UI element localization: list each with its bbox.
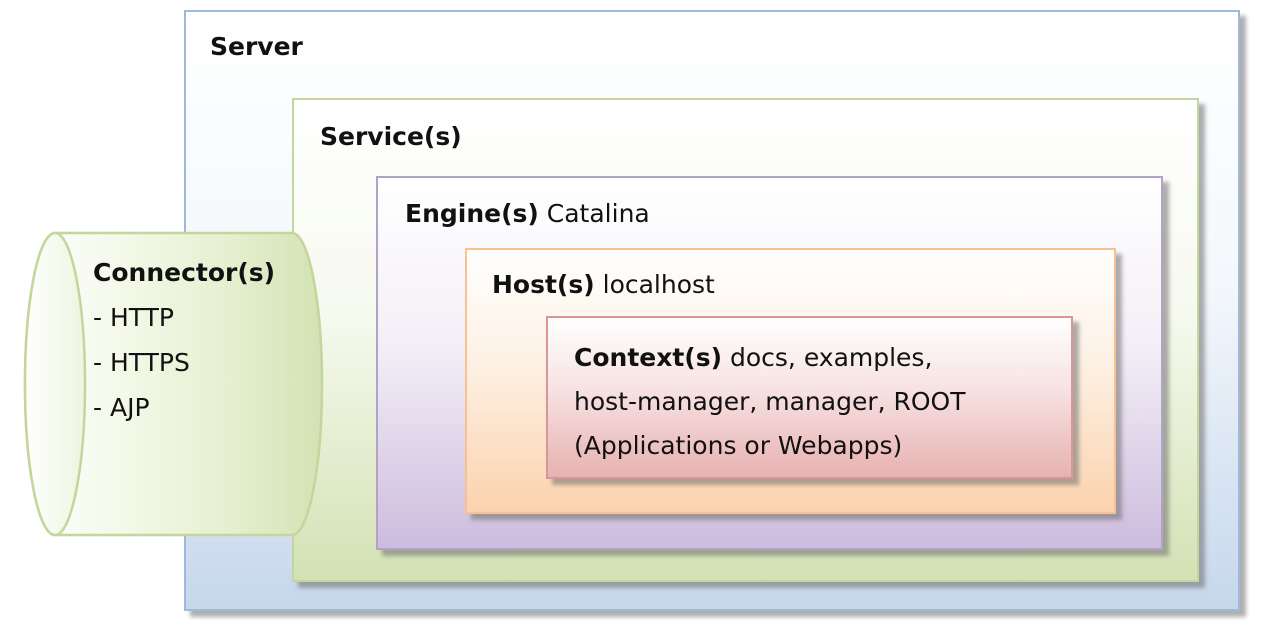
connector-label: Connector(s) bbox=[93, 258, 276, 287]
context-label: Context(s) bbox=[574, 343, 723, 372]
context-box: Context(s) docs, examples, host-manager,… bbox=[546, 316, 1073, 479]
connector-item-ajp: - AJP bbox=[93, 393, 150, 422]
engine-title: Engine(s) Catalina bbox=[405, 199, 650, 229]
context-line-2: host-manager, manager, ROOT bbox=[574, 387, 966, 416]
host-title: Host(s) localhost bbox=[492, 270, 715, 300]
connector-text: Connector(s) - HTTP - HTTPS - AJP bbox=[93, 250, 275, 430]
engine-label: Engine(s) bbox=[405, 199, 539, 228]
context-line-3: (Applications or Webapps) bbox=[574, 431, 903, 460]
context-title: Context(s) docs, examples, host-manager,… bbox=[574, 336, 1054, 468]
engine-name: Catalina bbox=[546, 199, 650, 228]
connector-item-https: - HTTPS bbox=[93, 348, 190, 377]
connector-item-http: - HTTP bbox=[93, 303, 174, 332]
server-label: Server bbox=[210, 32, 303, 61]
host-label: Host(s) bbox=[492, 270, 595, 299]
connector-cylinder-shape bbox=[23, 231, 324, 537]
context-line-1: Context(s) docs, examples, bbox=[574, 343, 933, 372]
host-name: localhost bbox=[602, 270, 715, 299]
service-label: Service(s) bbox=[320, 122, 462, 151]
